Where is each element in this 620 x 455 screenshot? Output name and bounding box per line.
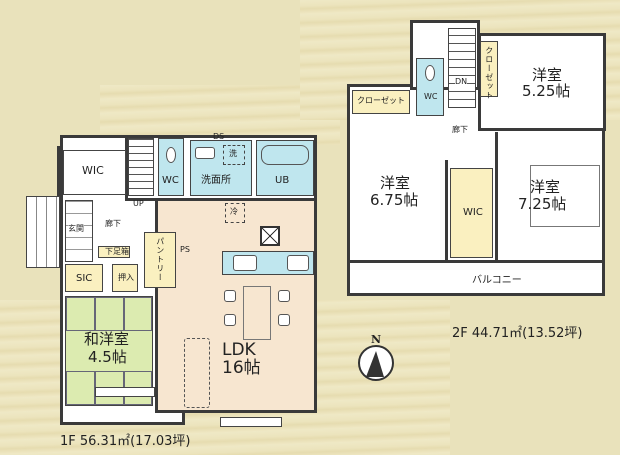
- closet-room-a[interactable]: クローゼット: [480, 41, 498, 100]
- wall: [445, 160, 448, 260]
- washroom-label: 洗面所: [201, 175, 231, 186]
- japanese-room-name: 和洋室: [84, 330, 130, 348]
- wic-label: WIC: [82, 164, 104, 177]
- dining-table: [243, 286, 271, 340]
- wic-2f[interactable]: WIC: [450, 168, 493, 258]
- shoe-cabinet: 下足箱: [98, 246, 130, 258]
- closet-room-b[interactable]: クローゼット: [352, 90, 410, 114]
- stove-icon: [287, 255, 309, 271]
- chair-icon: [278, 290, 290, 302]
- floor-2-area-caption: 2F 44.71㎡(13.52坪): [452, 326, 583, 341]
- ds-label: DS: [213, 132, 225, 141]
- ldk-name: LDK: [222, 340, 256, 360]
- wall: [347, 260, 605, 263]
- sic-label: SIC: [76, 273, 93, 284]
- window: [95, 387, 155, 397]
- tatami-mat: [66, 297, 95, 331]
- wc-label: WC: [162, 175, 179, 186]
- balcony-label: バルコニー: [472, 275, 522, 286]
- japanese-room-size: 4.5帖: [88, 348, 127, 366]
- floor-1-area-caption: 1F 56.31㎡(17.03坪): [60, 434, 191, 449]
- pantry-label: パントリー: [155, 237, 165, 282]
- room-a-size: 5.25帖: [522, 82, 571, 100]
- ub-label: UB: [275, 175, 290, 186]
- closet-left-label: クローゼット: [357, 96, 405, 105]
- room-c-name: 洋室: [530, 178, 561, 196]
- fridge-space: 冷: [225, 203, 245, 223]
- washroom[interactable]: 洗 洗面所: [190, 140, 252, 196]
- entrance[interactable]: 玄関: [65, 200, 93, 262]
- ldk-size: 16帖: [222, 358, 261, 378]
- room-b-size: 6.75帖: [370, 191, 419, 209]
- floor-2-room-a-block: [478, 33, 606, 131]
- hallway-label: 廊下: [105, 219, 121, 228]
- closet-label: 押入: [118, 273, 134, 282]
- bathroom-ub[interactable]: UB: [256, 140, 314, 196]
- stairs-1f[interactable]: [128, 138, 154, 196]
- hallway-2f-label: 廊下: [452, 125, 468, 134]
- stairs-down-label: DN: [455, 77, 468, 87]
- kitchen-sink-icon: [233, 255, 257, 271]
- pantry[interactable]: パントリー: [144, 232, 176, 288]
- range-hood-icon: [260, 226, 280, 246]
- bathtub-icon: [261, 145, 309, 165]
- compass: [358, 345, 394, 381]
- ldk-shell: [155, 195, 317, 413]
- wall: [495, 132, 498, 260]
- compass-arrow-icon: [366, 351, 384, 377]
- washer-space: 洗: [223, 145, 245, 165]
- stairs-2f[interactable]: [448, 28, 476, 108]
- chair-icon: [224, 290, 236, 302]
- toilet-icon: [166, 147, 176, 163]
- wc-2f[interactable]: WC: [416, 58, 444, 116]
- ps-label: PS: [180, 245, 190, 254]
- bed-icon: [530, 165, 600, 227]
- room-c-size: 7.25帖: [518, 195, 567, 213]
- kitchen-counter: [222, 251, 314, 275]
- plain-background: [450, 345, 620, 455]
- tatami-mat: [124, 297, 152, 331]
- compass-north-label: N: [371, 333, 382, 346]
- closet-top-label: クローゼット: [484, 46, 494, 100]
- sink-icon: [195, 147, 215, 159]
- tatami-mat: [66, 371, 95, 405]
- washer-label: 洗: [229, 149, 237, 158]
- fridge-label: 冷: [230, 207, 238, 216]
- porch-tiles: [26, 196, 60, 268]
- tatami-mat: [95, 297, 124, 331]
- chair-icon: [278, 314, 290, 326]
- window: [220, 417, 282, 427]
- sic-storage[interactable]: SIC: [65, 264, 103, 292]
- wc-label: WC: [424, 92, 438, 101]
- entrance-label: 玄関: [68, 224, 84, 234]
- sofa-icon: [184, 338, 210, 408]
- wic-2f-label: WIC: [463, 207, 483, 218]
- wic-1f: WIC: [63, 150, 126, 195]
- closet-oshiire[interactable]: 押入: [112, 264, 138, 292]
- room-b-name: 洋室: [380, 174, 411, 192]
- room-a-name: 洋室: [532, 66, 563, 84]
- toilet-icon: [425, 65, 435, 81]
- chair-icon: [224, 314, 236, 326]
- stairs-up-label: UP: [133, 199, 144, 208]
- shoe-cabinet-label: 下足箱: [105, 247, 129, 256]
- wc-1f[interactable]: WC: [158, 138, 184, 196]
